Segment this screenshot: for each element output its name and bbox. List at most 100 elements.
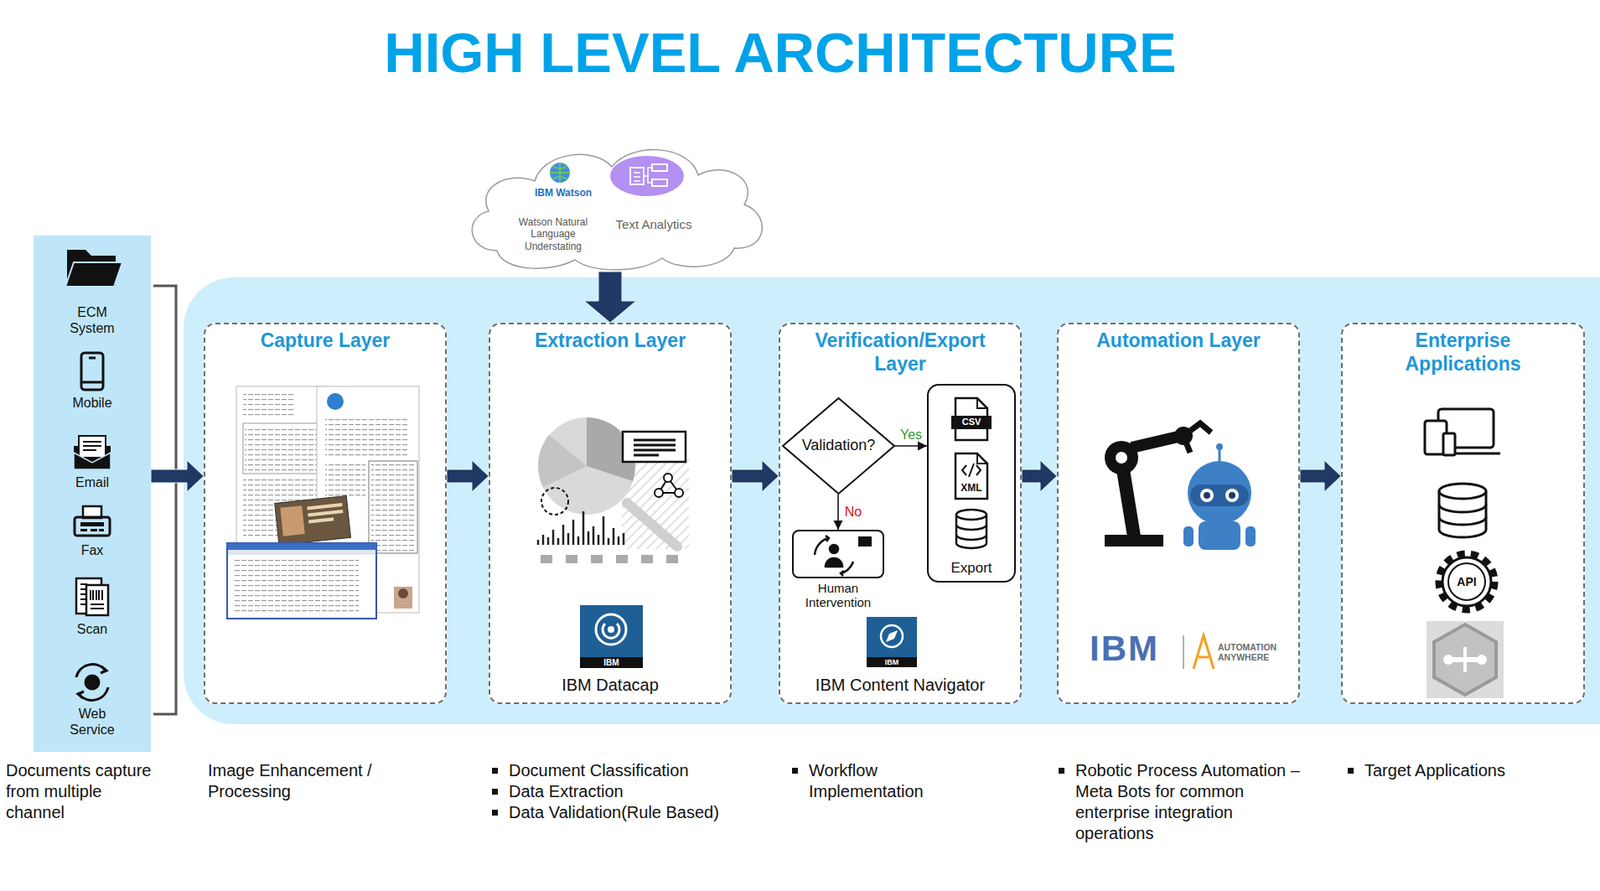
robot-arm bbox=[1131, 435, 1182, 448]
file-type-label: CSV bbox=[962, 416, 982, 428]
flow-arrow bbox=[1021, 460, 1057, 492]
bullet-item: Robotic Process Automation – Meta Bots f… bbox=[1075, 760, 1302, 845]
robot-figure bbox=[1200, 488, 1214, 503]
robot-figure bbox=[1183, 443, 1256, 550]
text-analytics-icon bbox=[643, 167, 653, 183]
content-navigator-logo bbox=[866, 616, 917, 668]
robot-arm bbox=[1183, 435, 1191, 453]
text-analytics-icon bbox=[610, 155, 684, 197]
robot-figure bbox=[1203, 491, 1211, 499]
mobile-icon bbox=[81, 352, 104, 390]
fax-icon bbox=[98, 528, 104, 532]
human-intervention-icon bbox=[829, 544, 839, 554]
datacap-logo bbox=[579, 605, 643, 668]
robot-arm bbox=[1183, 423, 1212, 436]
csv-file-icon bbox=[951, 398, 992, 441]
bullet-item: Target Applications bbox=[1364, 760, 1506, 782]
channel-label: Web Service bbox=[58, 705, 126, 738]
flow-arrow bbox=[584, 271, 637, 323]
document-collage bbox=[227, 543, 377, 550]
robot-figure bbox=[1225, 488, 1239, 503]
channel-label: Email bbox=[75, 474, 109, 491]
api-gear-icon bbox=[1439, 554, 1495, 610]
analytics-graphic bbox=[641, 554, 653, 564]
analytics-graphic bbox=[654, 488, 663, 498]
bracket bbox=[153, 285, 177, 715]
layer-box-fill bbox=[1056, 322, 1300, 705]
document-collage bbox=[368, 460, 418, 554]
document-collage bbox=[227, 543, 377, 619]
logo-divider bbox=[1193, 635, 1214, 669]
layer-title: Automation Layer bbox=[1096, 329, 1261, 353]
email-icon bbox=[78, 435, 106, 458]
devices-icon bbox=[1443, 433, 1456, 456]
analytics-graphic bbox=[663, 473, 673, 482]
analytics-graphic bbox=[538, 417, 636, 515]
web-service-icon bbox=[77, 691, 84, 699]
analytics-graphic bbox=[565, 554, 578, 564]
robot-figure bbox=[1216, 443, 1223, 451]
datacap-logo bbox=[602, 623, 620, 638]
text-analytics-icon bbox=[633, 172, 641, 182]
logo-text: IBM bbox=[603, 658, 619, 668]
robot-figure bbox=[1228, 491, 1236, 499]
human-intervention-icon bbox=[825, 535, 829, 542]
watson-globe bbox=[549, 162, 570, 183]
datacap-logo bbox=[607, 626, 615, 633]
integration-hexagon-icon bbox=[1443, 654, 1454, 665]
bullet-item: Document Classification bbox=[508, 760, 689, 782]
layer-title: Enterprise Applications bbox=[1379, 329, 1548, 376]
api-gear-icon bbox=[1448, 563, 1486, 601]
document-collage bbox=[371, 463, 415, 551]
stage-description: Documents capture from multiple channel bbox=[5, 760, 157, 824]
datacap-logo bbox=[595, 614, 627, 645]
xml-file-icon bbox=[962, 463, 981, 477]
content-navigator-logo bbox=[880, 625, 903, 648]
csv-file-icon bbox=[951, 415, 992, 430]
cloud-service-outline bbox=[471, 150, 762, 270]
web-service-icon bbox=[76, 664, 109, 701]
bullet-marker bbox=[1058, 767, 1065, 774]
robot-figure bbox=[1245, 526, 1256, 547]
analytics-graphic bbox=[626, 502, 678, 547]
flow-arrow bbox=[1299, 460, 1342, 492]
automation-anywhere-logo: AUTOMATION ANYWHERE bbox=[1217, 642, 1294, 663]
document-collage bbox=[227, 549, 376, 555]
scan-icon bbox=[90, 590, 104, 609]
mobile-icon bbox=[88, 357, 96, 360]
email-icon bbox=[73, 435, 111, 470]
database-icon bbox=[1439, 483, 1487, 538]
decision-diamond-fill bbox=[782, 398, 895, 494]
api-gear-icon bbox=[1439, 554, 1495, 610]
bullet-marker bbox=[792, 767, 798, 774]
decision-arrow bbox=[837, 494, 839, 530]
layer-box-fill bbox=[488, 322, 732, 705]
document-collage bbox=[243, 393, 294, 420]
document-collage bbox=[227, 386, 420, 619]
integration-hexagon-icon bbox=[1463, 647, 1467, 673]
export-label: Export bbox=[950, 559, 992, 577]
mobile-icon bbox=[81, 352, 104, 390]
file-type-label: XML bbox=[960, 481, 982, 494]
document-collage bbox=[326, 393, 344, 410]
product-name: IBM Content Navigator bbox=[815, 674, 985, 695]
logo-text: IBM bbox=[885, 658, 900, 667]
xml-file-icon bbox=[955, 453, 988, 499]
document-collage bbox=[325, 417, 410, 458]
document-collage bbox=[393, 586, 413, 609]
decision-label: Validation? bbox=[802, 436, 876, 456]
robot-figure bbox=[1198, 521, 1241, 550]
xml-file-icon bbox=[977, 453, 988, 464]
robot-figure bbox=[1190, 484, 1249, 507]
robot-arm bbox=[1115, 451, 1128, 464]
api-gear-icon bbox=[1442, 557, 1492, 606]
database-icon bbox=[1439, 483, 1487, 499]
product-name: IBM Datacap bbox=[561, 674, 659, 695]
human-intervention-label: Human Intervention bbox=[792, 581, 885, 610]
service-label: Text Analytics bbox=[616, 217, 693, 233]
ibm-logo: IBM bbox=[1089, 631, 1160, 667]
cloud-service-outline bbox=[459, 137, 774, 272]
text-analytics-icon bbox=[630, 167, 644, 185]
layer-box: Enterprise Applications bbox=[1341, 322, 1585, 705]
